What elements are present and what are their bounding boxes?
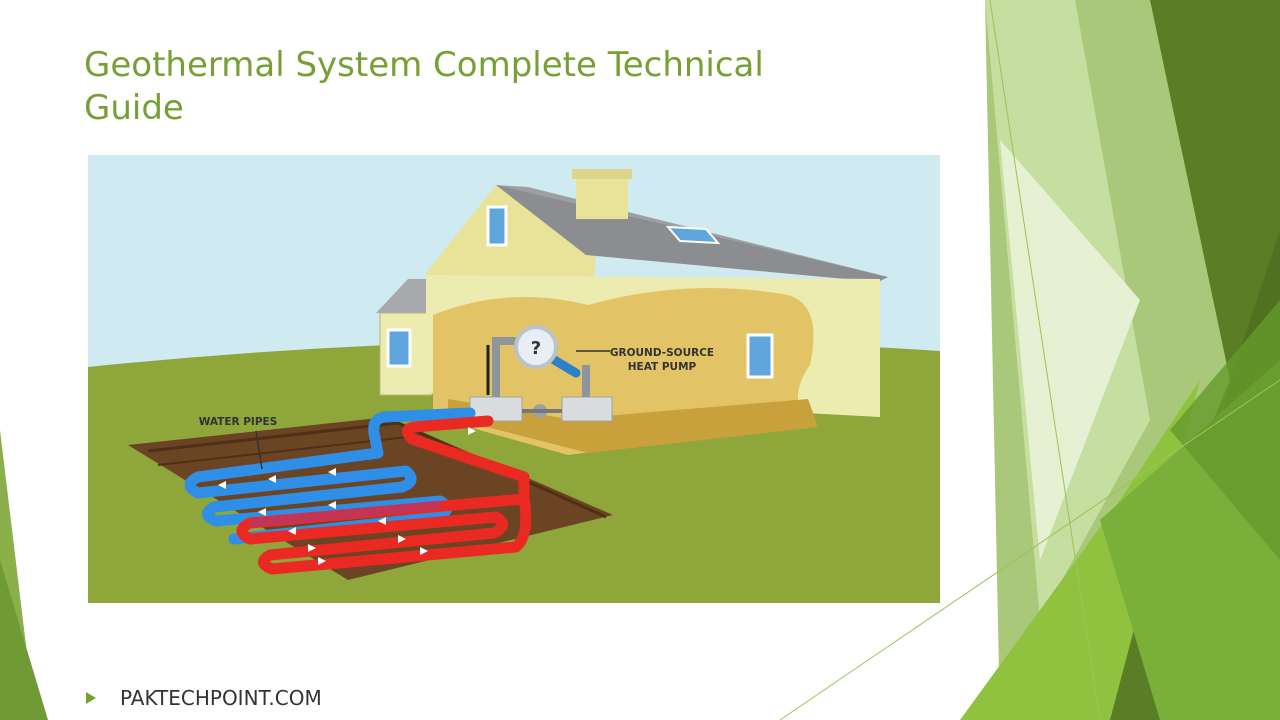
left-window <box>386 328 412 368</box>
hot-water-pipe <box>236 415 532 575</box>
bullet-arrow-icon <box>86 692 96 704</box>
cutaway-floor <box>448 399 818 453</box>
bullet-text[interactable]: PAKTECHPOINT.COM <box>120 686 322 710</box>
ground-trench <box>128 417 613 580</box>
flow-arrows <box>218 427 476 565</box>
chimney <box>576 175 628 219</box>
magnifier-question-glyph: ? <box>531 338 541 359</box>
heat-pump-label-line-2: HEAT PUMP <box>628 361 697 373</box>
skylight <box>665 225 721 245</box>
magnifier-icon <box>514 325 558 369</box>
heat-pump-unit-right <box>561 396 613 422</box>
title-line-1: Geothermal System Complete Technical <box>84 45 764 85</box>
heat-pump-label-line-1: GROUND-SOURCE <box>610 347 714 359</box>
slide-title: Geothermal System Complete Technical Gui… <box>84 44 844 130</box>
bullet-item: PAKTECHPOINT.COM <box>86 684 322 712</box>
house-left-roof <box>376 279 436 313</box>
water-pipes-label: WATER PIPES <box>199 416 278 428</box>
right-window <box>746 333 774 379</box>
title-line-2: Guide <box>84 88 184 128</box>
geothermal-illustration: ? GROUND-SOURCE HEAT PUMP WATER PIPES <box>88 155 940 603</box>
gable-window <box>486 205 508 247</box>
